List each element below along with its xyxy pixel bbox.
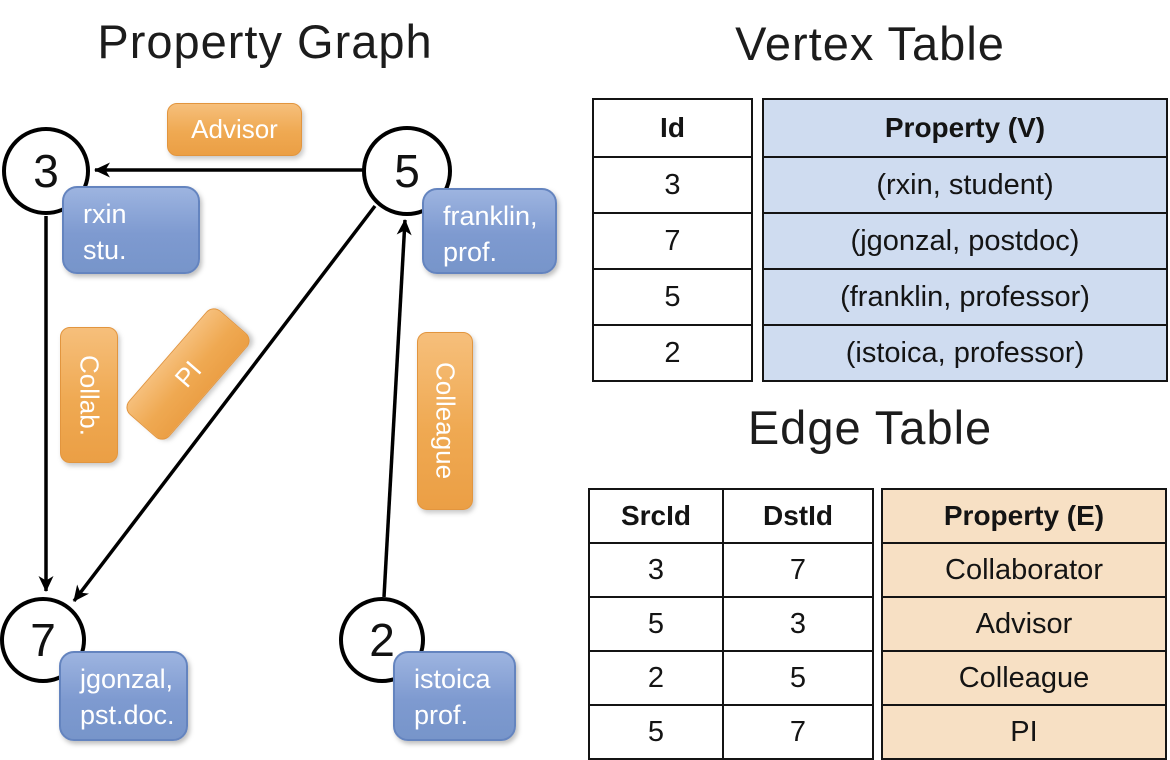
vertex-table-cell-property: (rxin, student) [762, 156, 1168, 214]
vertex-label-line2: prof. [443, 236, 498, 267]
vertex-label-line2: pst.doc. [80, 699, 175, 730]
edge-table-cell-dstid: 7 [722, 542, 874, 598]
vertex-table-cell-id: 2 [592, 324, 753, 382]
vertex-table-cell-property: (istoica, professor) [762, 324, 1168, 382]
edge-table-cell-srcid: 2 [588, 650, 724, 706]
edge-label-colleague: Colleague [417, 332, 473, 510]
edge-table-header-srcid: SrcId [588, 488, 724, 544]
property-graph-title: Property Graph [97, 15, 433, 68]
edge-label-advisor: Advisor [167, 103, 302, 156]
vertex-table-property-column: Property (V) (rxin, student) (jgonzal, p… [762, 98, 1168, 382]
vertex-label-line1: rxin [83, 199, 127, 229]
node-id: 7 [30, 614, 56, 666]
edge-table-id-columns: SrcId DstId 3 7 5 3 2 5 5 7 [588, 488, 874, 760]
vertex-table-id-column: Id 3 7 5 2 [592, 98, 753, 382]
edge-5-to-7-arrow [72, 204, 377, 603]
vertex-table-cell-id: 5 [592, 268, 753, 326]
vertex-label-line1: jgonzal, [80, 664, 174, 694]
vertex-label-line1: istoica [414, 664, 491, 694]
edge-table-property-column: Property (E) Collaborator Advisor Collea… [881, 488, 1167, 760]
node-id: 3 [33, 145, 59, 197]
vertex-label-istoica: istoica prof. [393, 651, 516, 741]
edge-table-cell-dstid: 3 [722, 596, 874, 652]
edge-table-header-dstid: DstId [722, 488, 874, 544]
edge-table-cell-dstid: 7 [722, 704, 874, 760]
vertex-table-cell-property: (jgonzal, postdoc) [762, 212, 1168, 270]
vertex-label-line2: prof. [414, 699, 469, 730]
edge-label-collab: Collab. [60, 327, 118, 463]
vertex-label-rxin: rxin stu. [62, 186, 200, 274]
edge-table-cell-property: Advisor [881, 596, 1167, 652]
edge-2-to-5-arrow [382, 219, 412, 598]
edge-table-cell-srcid: 5 [588, 596, 724, 652]
vertex-table-cell-property: (franklin, professor) [762, 268, 1168, 326]
vertex-label-line2: stu. [83, 234, 127, 265]
vertex-label-line1: franklin, [443, 201, 538, 231]
edge-table-cell-property: Colleague [881, 650, 1167, 706]
edge-table-header-property: Property (E) [881, 488, 1167, 544]
node-id: 5 [394, 145, 420, 197]
edge-table-cell-property: Collaborator [881, 542, 1167, 598]
graph-node-3: 3 [2, 127, 90, 215]
node-id: 2 [369, 614, 395, 666]
vertex-table-cell-id: 3 [592, 156, 753, 214]
edge-table-cell-srcid: 5 [588, 704, 724, 760]
vertex-label-franklin: franklin, prof. [422, 188, 557, 274]
edge-table-cell-property: PI [881, 704, 1167, 760]
vertex-label-jgonzal: jgonzal, pst.doc. [59, 651, 188, 741]
edge-table-cell-srcid: 3 [588, 542, 724, 598]
vertex-table-title: Vertex Table [735, 17, 1005, 70]
vertex-table-header-property: Property (V) [762, 98, 1168, 158]
edge-table-title: Edge Table [747, 401, 993, 454]
edge-table-cell-dstid: 5 [722, 650, 874, 706]
vertex-table-cell-id: 7 [592, 212, 753, 270]
vertex-table-header-id: Id [592, 98, 753, 158]
